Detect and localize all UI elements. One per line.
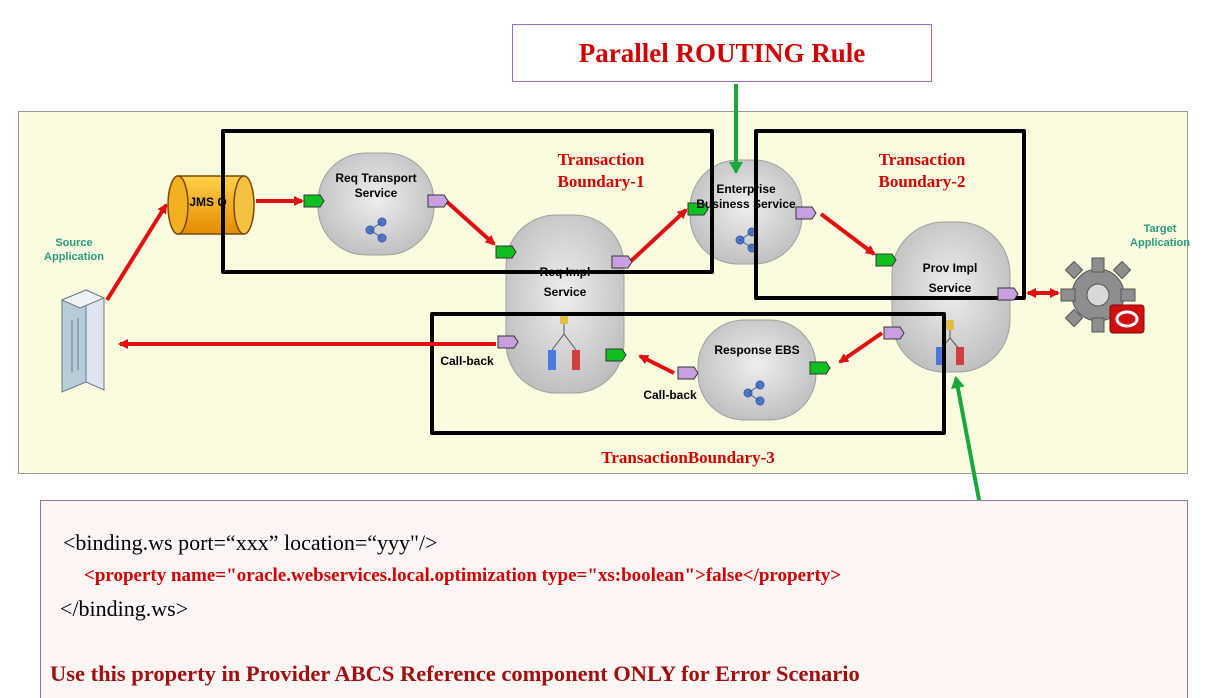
flow-arrows — [105, 196, 1060, 375]
title-box: Parallel ROUTING Rule — [512, 24, 932, 82]
server-icon — [60, 289, 106, 393]
connector-pads — [303, 194, 1019, 380]
tb1-label-1: Transaction — [558, 150, 645, 169]
req-impl-label-1: Req Impl — [540, 265, 591, 279]
prov-impl-label-2: Service — [929, 281, 972, 295]
callback-label-mid: Call-back — [643, 388, 697, 402]
req-transport-service — [317, 152, 435, 256]
tb1-label-2: Boundary-1 — [558, 172, 645, 191]
req-transport-label-1: Req Transport — [335, 171, 416, 185]
tb2-label-1: Transaction — [879, 150, 966, 169]
response-ebs-label: Response EBS — [714, 343, 799, 357]
enterprise-business-service — [689, 159, 803, 265]
diagram-title: Parallel ROUTING Rule — [578, 37, 866, 68]
transaction-boundary-1 — [221, 129, 714, 274]
req-impl-service — [505, 214, 625, 394]
code-box — [40, 500, 1188, 698]
usage-note: Use this property in Provider ABCS Refer… — [50, 661, 860, 686]
response-ebs-service — [697, 319, 817, 421]
bpel-process-icon — [548, 314, 964, 370]
gear-icon — [1060, 257, 1145, 334]
req-impl-label-2: Service — [544, 285, 587, 299]
req-transport-label-2: Service — [355, 186, 398, 200]
tb3-label: TransactionBoundary-3 — [601, 448, 775, 467]
jms-queue — [167, 175, 255, 235]
target-app-label-1: Target — [1144, 223, 1177, 235]
tb2-label-2: Boundary-2 — [879, 172, 966, 191]
callback-label-left: Call-back — [440, 354, 494, 368]
source-app-label-2: Application — [44, 251, 104, 263]
composite-icon — [365, 217, 765, 406]
code-line-1: <binding.ws port=“xxx” location=“yyy"/> — [63, 530, 438, 555]
target-app-label-2: Application — [1130, 237, 1190, 249]
ebs-label-1: Enterprise — [716, 182, 776, 196]
prov-impl-label-1: Prov Impl — [923, 261, 978, 275]
ebs-label-2: Business Service — [696, 197, 796, 211]
jms-q-label: JMS Q — [189, 195, 226, 209]
transaction-boundary-2 — [754, 129, 1026, 300]
code-line-3: </binding.ws> — [60, 596, 189, 621]
source-app-label-1: Source — [55, 237, 92, 249]
code-line-2: <property name="oracle.webservices.local… — [84, 565, 842, 586]
transaction-boundary-3 — [430, 312, 946, 435]
